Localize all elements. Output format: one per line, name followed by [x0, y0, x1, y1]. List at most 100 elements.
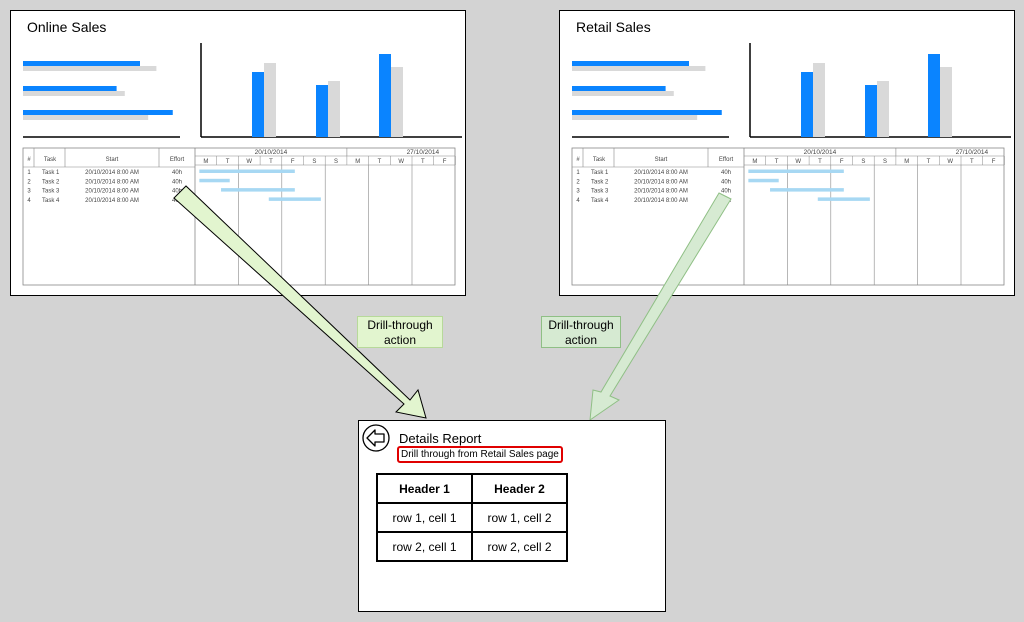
day-label: W [795, 159, 801, 165]
drill-through-arrow-right [589, 192, 732, 422]
task-name: Task 2 [42, 179, 60, 185]
column-reference [877, 81, 889, 137]
day-label: F [291, 159, 295, 165]
column-header-start: Start [655, 157, 668, 163]
column-chart[interactable] [749, 43, 1011, 138]
day-label: T [378, 159, 382, 165]
hbar-reference [572, 66, 706, 71]
hbar-reference [23, 115, 149, 120]
day-label: W [398, 159, 404, 165]
task-effort: 40h [721, 170, 731, 176]
task-name: Task 3 [42, 189, 60, 195]
table-cell: row 2, cell 2 [471, 531, 568, 562]
day-label: T [970, 159, 974, 165]
column[interactable] [379, 54, 391, 137]
day-label: F [443, 159, 447, 165]
column-reference [328, 81, 340, 137]
hbar-reference [572, 91, 674, 96]
day-label: W [947, 159, 953, 165]
panel-title: Retail Sales [576, 19, 651, 35]
gantt-bar [199, 169, 295, 173]
day-label: T [226, 159, 230, 165]
task-effort: 40h [721, 179, 731, 185]
task-start: 20/10/2014 8:00 AM [85, 189, 139, 195]
table-header-cell: Header 1 [376, 473, 473, 504]
day-label: M [904, 159, 909, 165]
task-effort: 40h [172, 189, 182, 195]
drill-through-arrow-left [173, 185, 427, 419]
task-num: 3 [27, 189, 31, 195]
day-label: F [840, 159, 844, 165]
day-label: T [775, 159, 779, 165]
day-label: W [246, 159, 252, 165]
task-name: Task 1 [591, 170, 609, 176]
column[interactable] [252, 72, 264, 137]
gantt-bar [748, 169, 844, 173]
column-header-num: # [27, 157, 31, 163]
column-reference [391, 67, 403, 137]
day-label: T [818, 159, 822, 165]
task-name: Task 2 [591, 179, 609, 185]
hbar-reference [23, 91, 125, 96]
column[interactable] [316, 85, 328, 137]
task-num: 1 [27, 170, 31, 176]
column-header-start: Start [106, 157, 119, 163]
column-reference [264, 63, 276, 137]
column[interactable] [801, 72, 813, 137]
day-label: M [203, 159, 208, 165]
task-start: 20/10/2014 8:00 AM [85, 198, 139, 204]
column-reference [813, 63, 825, 137]
gantt-bar [199, 178, 230, 183]
task-start: 20/10/2014 8:00 AM [85, 179, 139, 185]
hbar [572, 61, 689, 66]
week-label: 27/10/2014 [956, 149, 989, 156]
gantt-bar [268, 197, 321, 201]
day-label: F [992, 159, 996, 165]
column-chart[interactable] [200, 43, 462, 138]
day-label: T [269, 159, 273, 165]
task-start: 20/10/2014 8:00 AM [634, 189, 688, 195]
hbar-reference [572, 115, 698, 120]
task-num: 4 [576, 198, 580, 204]
task-num: 4 [27, 198, 31, 204]
details-report-panel: Details Report Drill through from Retail… [358, 420, 666, 612]
gantt-border [22, 147, 456, 286]
column[interactable] [928, 54, 940, 137]
hbar-reference [23, 66, 157, 71]
gantt-bar [221, 188, 295, 192]
task-start: 20/10/2014 8:00 AM [634, 179, 688, 185]
task-num: 1 [576, 170, 580, 176]
task-start: 20/10/2014 8:00 AM [634, 170, 688, 176]
task-name: Task 4 [591, 198, 609, 204]
task-effort: 40h [172, 170, 182, 176]
column-header-effort: Effort [719, 157, 734, 163]
task-start: 20/10/2014 8:00 AM [85, 170, 139, 176]
task-name: Task 1 [42, 170, 60, 176]
back-arrow-icon[interactable] [362, 424, 390, 452]
day-label: T [927, 159, 931, 165]
panel-title: Online Sales [27, 19, 107, 35]
day-label: T [421, 159, 425, 165]
hbar [572, 86, 666, 91]
week-label: 20/10/2014 [804, 149, 837, 156]
table-cell: row 1, cell 2 [471, 502, 568, 533]
table-row: row 1, cell 1 row 1, cell 2 [376, 502, 568, 533]
task-num: 2 [27, 179, 31, 185]
column-header-effort: Effort [170, 157, 185, 163]
table-row: row 2, cell 1 row 2, cell 2 [376, 531, 568, 562]
week-label: 27/10/2014 [407, 149, 440, 156]
horizontal-bar-chart [23, 61, 180, 138]
day-label: M [752, 159, 757, 165]
column-header-task: Task [593, 157, 606, 163]
day-label: S [334, 159, 338, 165]
gantt-bar [770, 188, 844, 192]
hbar [23, 86, 117, 91]
hbar [23, 110, 173, 115]
gantt-bar [817, 197, 870, 201]
column[interactable] [865, 85, 877, 137]
drill-through-source-label: Drill through from Retail Sales page [397, 446, 563, 463]
column-reference [940, 67, 952, 137]
task-start: 20/10/2014 8:00 AM [634, 198, 688, 204]
